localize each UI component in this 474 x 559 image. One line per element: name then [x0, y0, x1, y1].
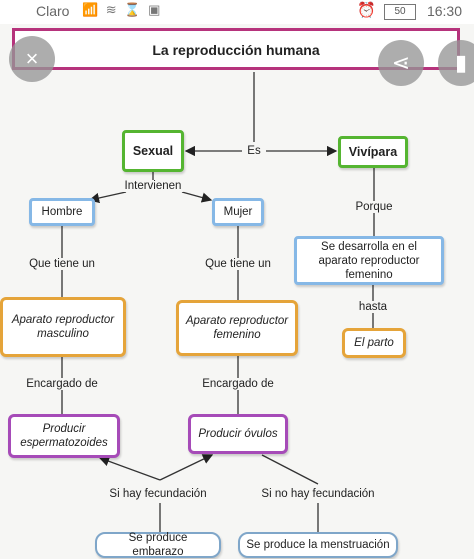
share-icon: ⋖ [391, 50, 411, 75]
node-el-parto: El parto [342, 328, 406, 358]
share-button[interactable]: ⋖ [378, 40, 424, 86]
node-se-desarrolla: Se desarrolla en el aparato reproductor … [294, 236, 444, 285]
signal-wifi-icons: 📶 ≋ ⌛ ▣ [82, 2, 163, 17]
node-producir-ovulos: Producir óvulos [188, 414, 288, 454]
connector-intervienen-mujer [181, 191, 213, 203]
node-sexual: Sexual [122, 130, 184, 172]
alarm-icon: ⏰ [357, 2, 376, 19]
connector-sihay-espermatozoides [98, 456, 161, 481]
page-title: La reproducción humana [152, 42, 320, 58]
carrier-name: Claro [36, 3, 70, 19]
node-producir-espermatozoides: Producir espermatozoides [8, 414, 120, 458]
node-vivipara: Vivípara [338, 136, 408, 168]
close-icon: × [25, 46, 39, 71]
close-button[interactable]: × [9, 36, 55, 82]
node-aparato-femenino: Aparato reproductor femenino [176, 300, 298, 356]
node-se-produce-menstruacion: Se produce la menstruación [238, 532, 398, 558]
link-label-si-hay-fecundacion: Si hay fecundación [107, 488, 209, 500]
bookmark-icon: ▮ [454, 50, 468, 75]
node-hombre: Hombre [29, 198, 95, 226]
status-bar: Claro 📶 ≋ ⌛ ▣ ⏰ 50 16:30 [0, 0, 474, 24]
link-label-que-tiene-un-hombre: Que tiene un [27, 258, 97, 270]
connector-intervienen-hombre [88, 191, 127, 204]
node-aparato-masculino: Aparato reproductor masculino [0, 297, 126, 357]
link-label-encargado-de-hombre: Encargado de [24, 378, 100, 390]
link-label-encargado-de-mujer: Encargado de [200, 378, 276, 390]
link-label-porque: Porque [353, 201, 395, 213]
link-label-es: Es [245, 145, 263, 157]
node-mujer: Mujer [212, 198, 264, 226]
node-se-produce-embarazo: Se produce embarazo [95, 532, 221, 558]
link-label-hasta: hasta [356, 301, 390, 313]
clock: 16:30 [426, 3, 462, 19]
connector-ovulos-sinohay [261, 454, 319, 485]
bookmark-button[interactable]: ▮ [438, 40, 474, 86]
battery-icon: 50 [384, 4, 416, 20]
link-label-que-tiene-un-mujer: Que tiene un [203, 258, 273, 270]
link-label-intervienen: Intervienen [122, 180, 184, 192]
link-label-si-no-hay-fecundacion: Si no hay fecundación [259, 488, 377, 500]
connector-sihay-ovulos [159, 454, 214, 481]
